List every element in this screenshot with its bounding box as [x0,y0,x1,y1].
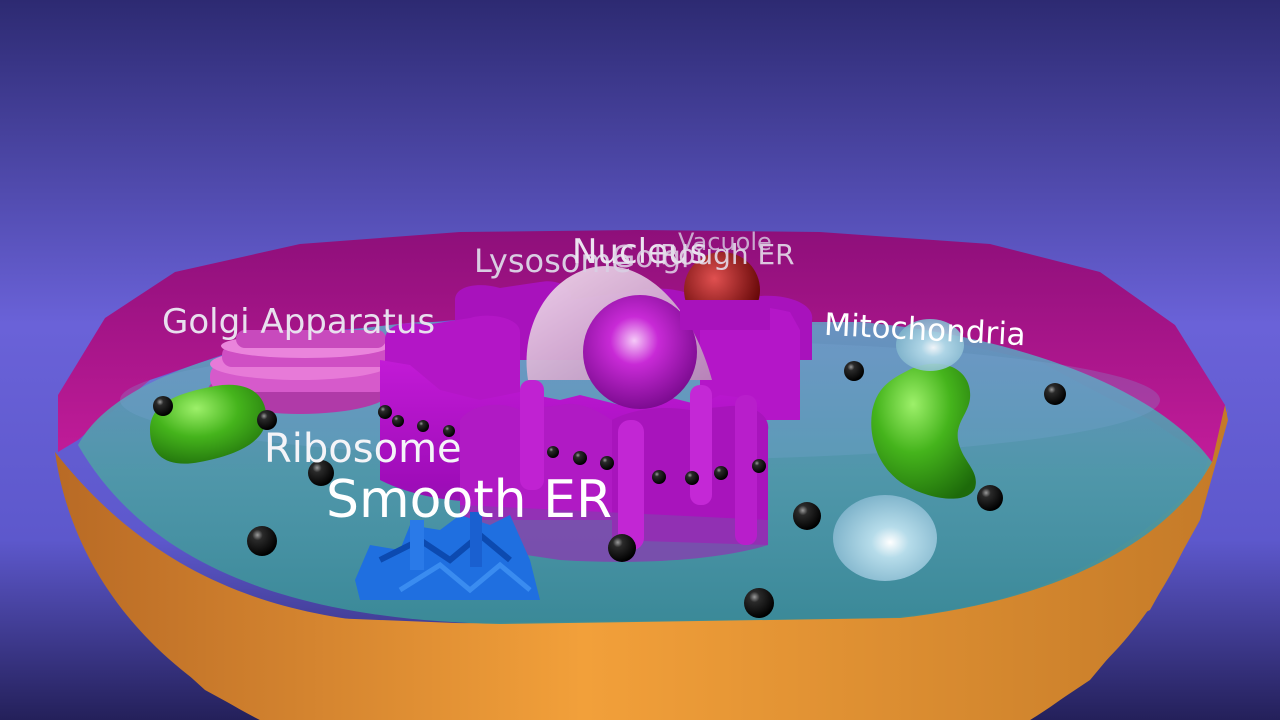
label-vacuole: Vacuole [678,228,772,256]
label-lysosome: Lysosome [474,242,632,280]
nucleus [583,295,697,409]
label-golgi-apparatus: Golgi Apparatus [162,302,436,342]
smooth-er [355,512,540,600]
golgi-apparatus [208,330,392,414]
label-rough-er: Rough ER [660,238,795,271]
vacuole [833,495,937,581]
mitochondrion-left [150,384,267,464]
label-smooth-er: Smooth ER [326,470,613,530]
ribosomes [153,361,1066,618]
label-golgi: Golgi [612,240,690,275]
label-nucleus: Nucleus [572,232,708,272]
cell-rim [58,230,1225,462]
label-ribosome: Ribosome [264,426,462,472]
cell-wall-lower [55,408,1228,720]
vacuole-small [896,319,964,371]
mitochondrion-right [871,363,976,499]
